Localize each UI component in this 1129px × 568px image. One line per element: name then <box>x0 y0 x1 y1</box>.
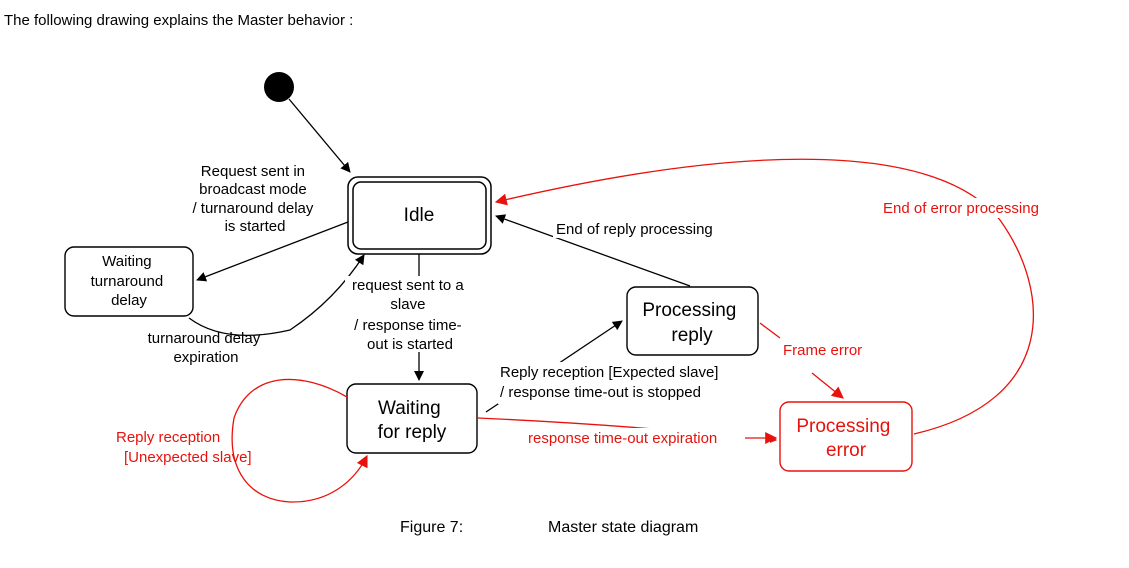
figure-number: Figure 7: <box>400 519 464 536</box>
svg-text:Waiting turnaround: Waiting turnaround delay <box>91 253 168 309</box>
intro-text: The following drawing explains the Maste… <box>4 12 354 29</box>
state-waiting-turnaround-delay: Waiting turnaround delay <box>64 246 194 317</box>
transition-request-to-slave-label: request sent to a slave / response time-… <box>352 277 468 353</box>
transition-frame-error-label: Frame error <box>783 342 862 359</box>
state-processing-error-line-1: Processing <box>796 416 890 437</box>
initial-transition-arrow <box>288 98 351 173</box>
transition-unexpected-slave-label: Reply reception [Unexpected slave] <box>116 429 252 466</box>
transition-frame-error-arrow <box>811 372 844 399</box>
state-processing-reply: Processing reply <box>626 286 759 356</box>
state-processing-reply-line-2: reply <box>671 325 713 346</box>
transition-turnaround-expiration-label: turnaround delay expiration <box>148 330 265 366</box>
transition-reply-expected-label: Reply reception [Expected slave] / respo… <box>500 364 723 401</box>
transition-unexpected-slave-arrow <box>231 378 368 503</box>
initial-state <box>264 72 294 102</box>
state-waiting-turnaround-line-1: Waiting <box>102 253 151 270</box>
state-waiting-turnaround-line-2: turnaround <box>91 273 164 290</box>
transition-end-of-reply-arrow <box>495 214 691 287</box>
state-processing-error: Processing error <box>779 401 913 472</box>
state-idle-label: Idle <box>404 205 435 226</box>
transition-turnaround-expiration-arrow <box>188 254 365 337</box>
state-processing-error-line-2: error <box>826 440 867 461</box>
transition-end-of-error-label: End of error processing <box>883 200 1039 217</box>
transition-broadcast-label: Request sent in broadcast mode / turnaro… <box>192 163 317 235</box>
figure-title: Master state diagram <box>548 519 699 536</box>
state-waiting-for-reply: Waiting for reply <box>346 383 478 454</box>
svg-text:Processing error: Processing error <box>796 416 895 461</box>
transition-broadcast-arrow <box>196 221 349 282</box>
transition-end-of-reply-label: End of reply processing <box>556 221 713 238</box>
svg-text:Processing reply: Processing reply <box>642 300 741 346</box>
state-waiting-reply-line-2: for reply <box>378 422 447 443</box>
transition-timeout-label: response time-out expiration <box>528 430 717 447</box>
svg-text:Waiting for reply: Waiting for reply <box>378 398 447 443</box>
state-processing-reply-line-1: Processing <box>642 300 736 321</box>
state-idle: Idle <box>347 176 492 255</box>
state-waiting-turnaround-line-3: delay <box>111 292 147 309</box>
state-waiting-reply-line-1: Waiting <box>378 398 441 419</box>
